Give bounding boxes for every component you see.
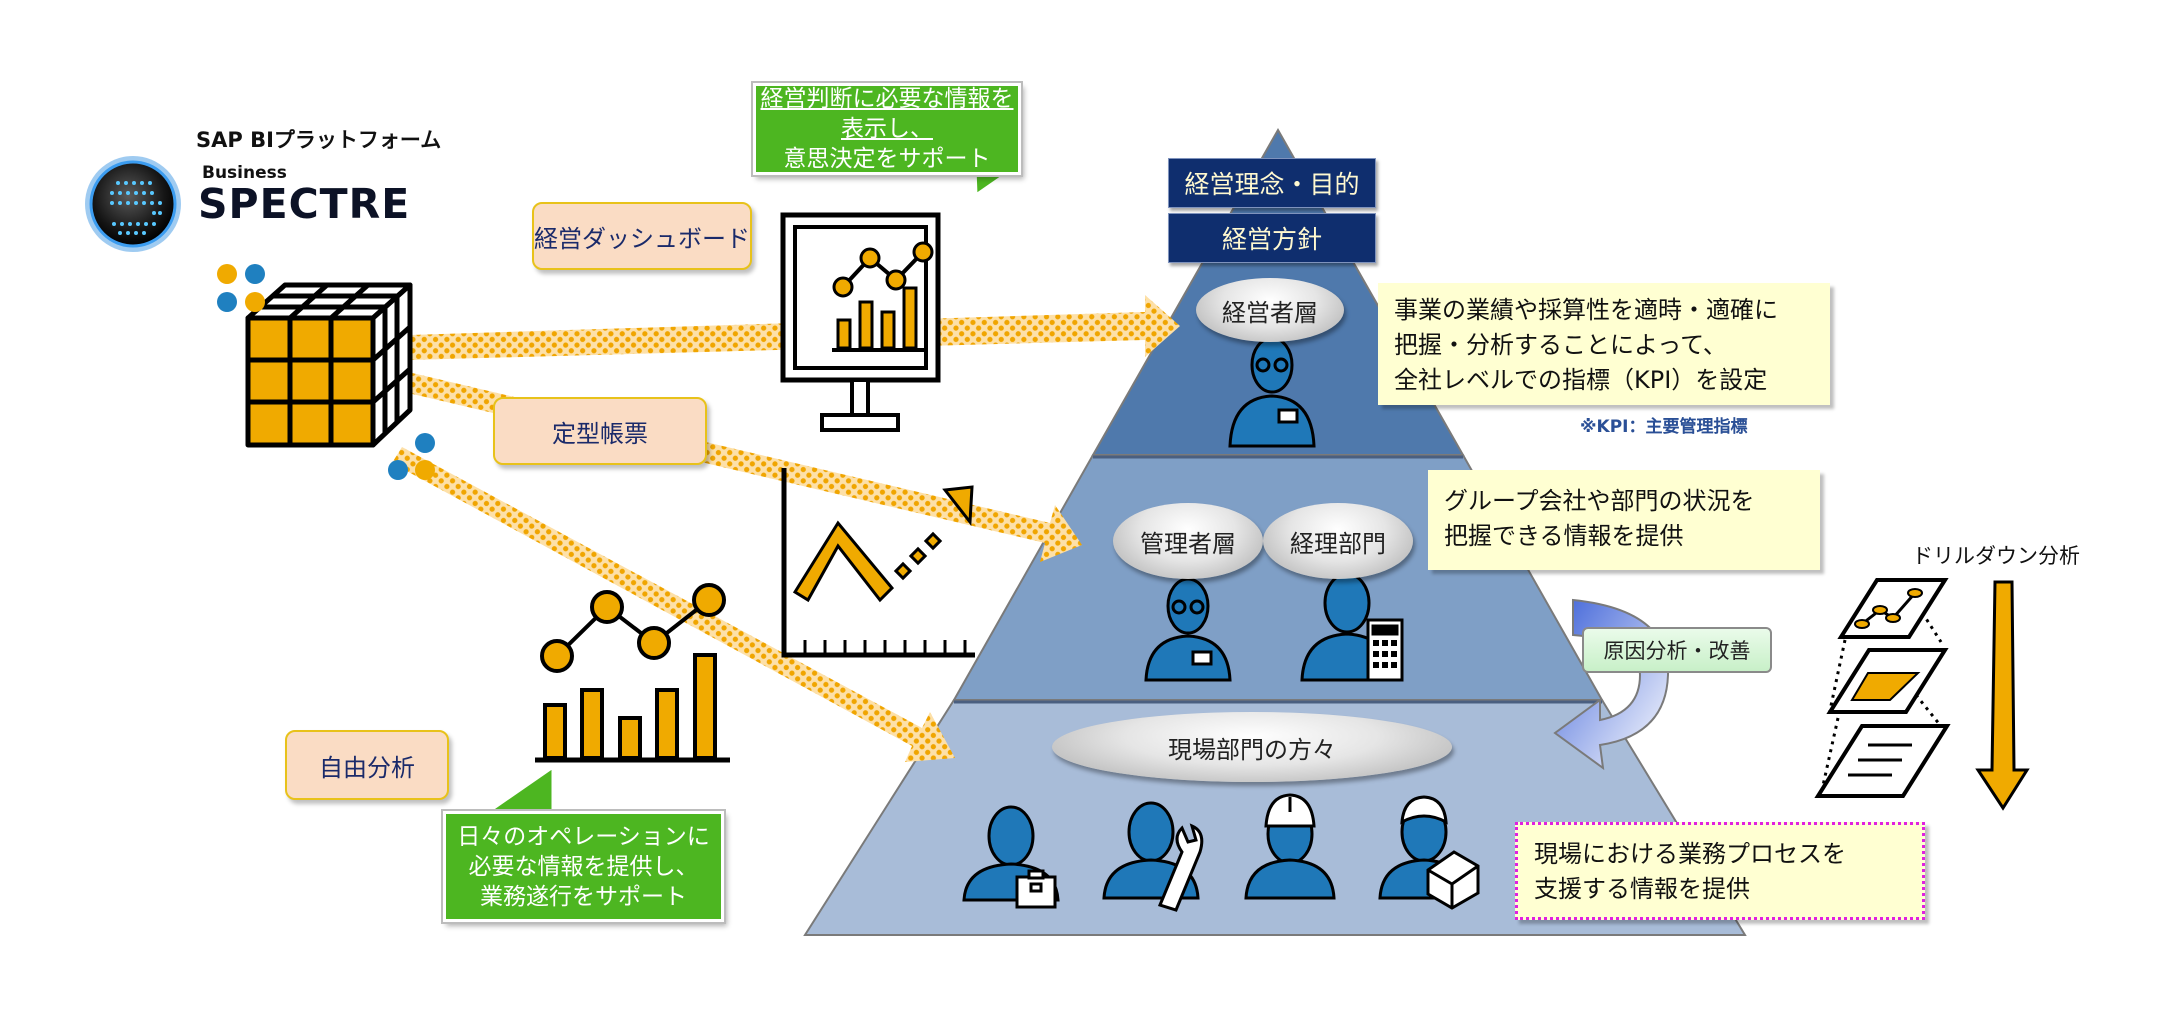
tag-free-analysis: 自由分析 [285,730,449,800]
arrow-to-field [392,447,955,762]
pill-field: 現場部門の方々 [1052,712,1452,782]
free-analysis-chart-icon [535,583,730,763]
note-line: 現場における業務プロセスを [1534,840,1846,868]
maintenance-worker-icon [1102,801,1204,912]
cause-analysis-label: 原因分析・改善 [1582,627,1772,673]
manager-person-icon [1144,577,1232,682]
brand-small: Business [202,163,287,183]
note-executive: 事業の業績や採算性を適時・適確に 把握・分析することによって、 全社レベルでの指… [1378,283,1830,405]
construction-worker-icon [1244,793,1336,900]
note-line: 把握できる情報を提供 [1444,522,1684,550]
kpi-footnote: ※KPI：主要管理指標 [1580,417,1748,437]
accountant-person-icon [1300,572,1404,682]
pill-accounting: 経理部門 [1263,503,1413,579]
callout-operations-support: 日々のオペレーションに 必要な情報を提供し、 業務遂行をサポート [441,809,726,924]
trend-chart-icon [781,468,975,658]
note-line: 把握・分析することによって、 [1394,331,1727,359]
dashboard-monitor-icon [780,212,941,432]
callout-tail-bottom [483,764,555,814]
header-policy: 経営方針 [1168,213,1376,263]
office-worker-icon [962,805,1060,909]
header-philosophy: 経営理念・目的 [1168,158,1376,208]
brand-large: SPECTRE [198,180,411,228]
drilldown-title: ドリルダウン分析 [1912,544,2080,568]
tag-dashboard: 経営ダッシュボード [532,202,752,270]
cube-dots-top-icon [217,264,265,312]
executive-person-icon [1228,336,1316,448]
note-line: 支援する情報を提供 [1534,875,1750,903]
note-management: グループ会社や部門の状況を 把握できる情報を提供 [1428,470,1820,570]
callout-line: 日々のオペレーションに [457,823,710,850]
tag-standard-report: 定型帳票 [493,397,707,465]
delivery-worker-icon [1378,795,1480,910]
callout-line: 経営判断に必要な情報を表示し、 [760,86,1014,142]
pill-managers: 管理者層 [1113,503,1263,579]
callout-line: 意思決定をサポート [783,146,991,172]
note-line: 事業の業績や採算性を適時・適確に [1394,296,1778,324]
data-cube-icon [245,282,413,448]
callout-line: 業務遂行をサポート [480,883,687,910]
note-line: 全社レベルでの指標（KPI）を設定 [1394,366,1768,394]
note-line: グループ会社や部門の状況を [1444,487,1755,515]
note-field: 現場における業務プロセスを 支援する情報を提供 [1515,822,1925,920]
callout-executive-support: 経営判断に必要な情報を表示し、 意思決定をサポート [751,81,1023,177]
callout-line: 必要な情報を提供し、 [468,853,699,880]
cube-dots-bottom-icon [388,433,435,480]
spectre-logo-icon [85,156,181,252]
drilldown-icon [1814,578,2030,811]
platform-label: SAP BIプラットフォーム [196,128,442,152]
pill-executive: 経営者層 [1196,278,1344,342]
